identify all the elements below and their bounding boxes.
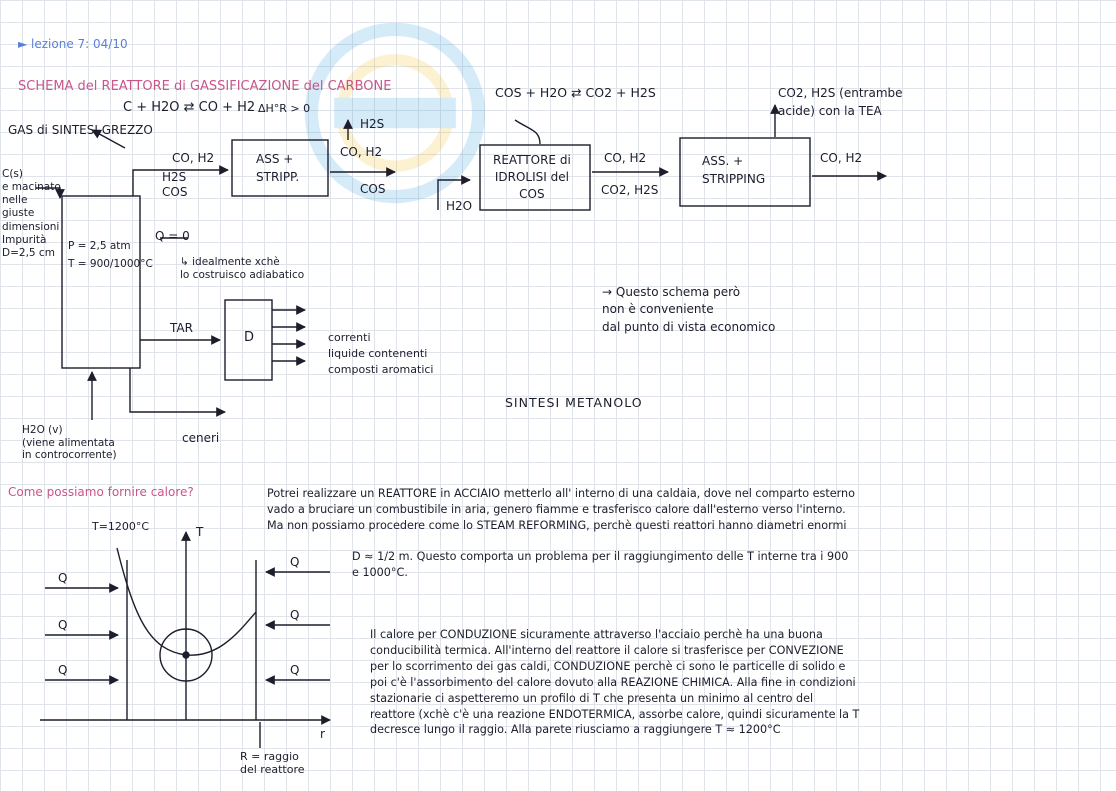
- plot-wall-temperature: T=1200°C: [92, 521, 149, 533]
- hydrolysis-box-label: REATTORE di IDROLISI del COS: [493, 152, 571, 202]
- economic-note: → Questo schema però non è conveniente d…: [602, 284, 775, 336]
- water-in-label: H2O: [446, 200, 472, 213]
- plot-q-left-2: Q: [58, 619, 67, 632]
- feed-label: C(s) e macinato nelle giuste dimensioni …: [2, 168, 61, 260]
- stream2-top-label: CO, H2: [340, 146, 382, 159]
- plot-q-right-2: Q: [290, 609, 299, 622]
- acid-gas-label: CO2, H2S (entrambe acide) con la TEA: [778, 84, 903, 120]
- reaction-hydrolysis: COS + H2O ⇄ CO2 + H2S: [495, 86, 656, 100]
- gas-out-label: CO, H2: [172, 152, 214, 165]
- final-gas-label: CO, H2: [820, 152, 862, 165]
- h2s-out-label: H2S: [360, 118, 384, 131]
- syngas-label: GAS di SINTESI GREZZO: [8, 124, 153, 137]
- lesson-header: ► lezione 7: 04/10: [18, 38, 128, 51]
- plot-q-right-3: Q: [290, 664, 299, 677]
- heat-zero-label: Q = 0: [155, 230, 190, 243]
- separator-box-label: D: [244, 331, 254, 345]
- plot-q-left-3: Q: [58, 664, 67, 677]
- absorption-box-label: ASS + STRIPP.: [256, 150, 299, 186]
- plot-radius-label: R = raggio del reattore: [240, 750, 305, 776]
- plot-q-left-1: Q: [58, 572, 67, 585]
- scheme-title: SCHEMA del REATTORE di GASSIFICAZIONE de…: [18, 80, 391, 94]
- reactor-conditions: P = 2,5 atm T = 900/1000°C: [68, 238, 153, 274]
- steam-in-label: H2O (v) (viene alimentata in controcorre…: [22, 424, 117, 462]
- plot-r-axis-label: r: [320, 728, 325, 741]
- stream3-top-label: CO, H2: [604, 152, 646, 165]
- paragraph-heat-transfer: Il calore per CONDUZIONE sicuramente att…: [370, 627, 859, 738]
- stripping-box-label: ASS. + STRIPPING: [702, 152, 765, 188]
- stream3-bottom-label: CO2, H2S: [601, 184, 658, 197]
- plot-q-right-1: Q: [290, 556, 299, 569]
- tar-label: TAR: [170, 322, 193, 335]
- reaction-gasification: C + H2O ⇄ CO + H2: [123, 101, 255, 115]
- question-title: Come possiamo fornire calore?: [8, 486, 194, 499]
- impurities-label: H2S COS: [162, 170, 187, 200]
- paragraph-heat-supply: Potrei realizzare un REATTORE in ACCIAIO…: [267, 486, 855, 534]
- stream2-bottom-label: COS: [360, 183, 385, 196]
- adiabatic-note: ↳ idealmente xchè lo costruisco adiabati…: [180, 256, 304, 281]
- synthesis-label: SINTESI METANOLO: [505, 396, 643, 410]
- ash-out-label: ceneri: [182, 432, 219, 445]
- enthalpy-label: ΔH°R > 0: [258, 103, 310, 115]
- paragraph-heat-supply-cont: D ≈ 1/2 m. Questo comporta un problema p…: [352, 549, 848, 581]
- plot-t-axis-label: T: [196, 526, 203, 539]
- tar-products-label: correnti liquide contenenti composti aro…: [328, 330, 433, 378]
